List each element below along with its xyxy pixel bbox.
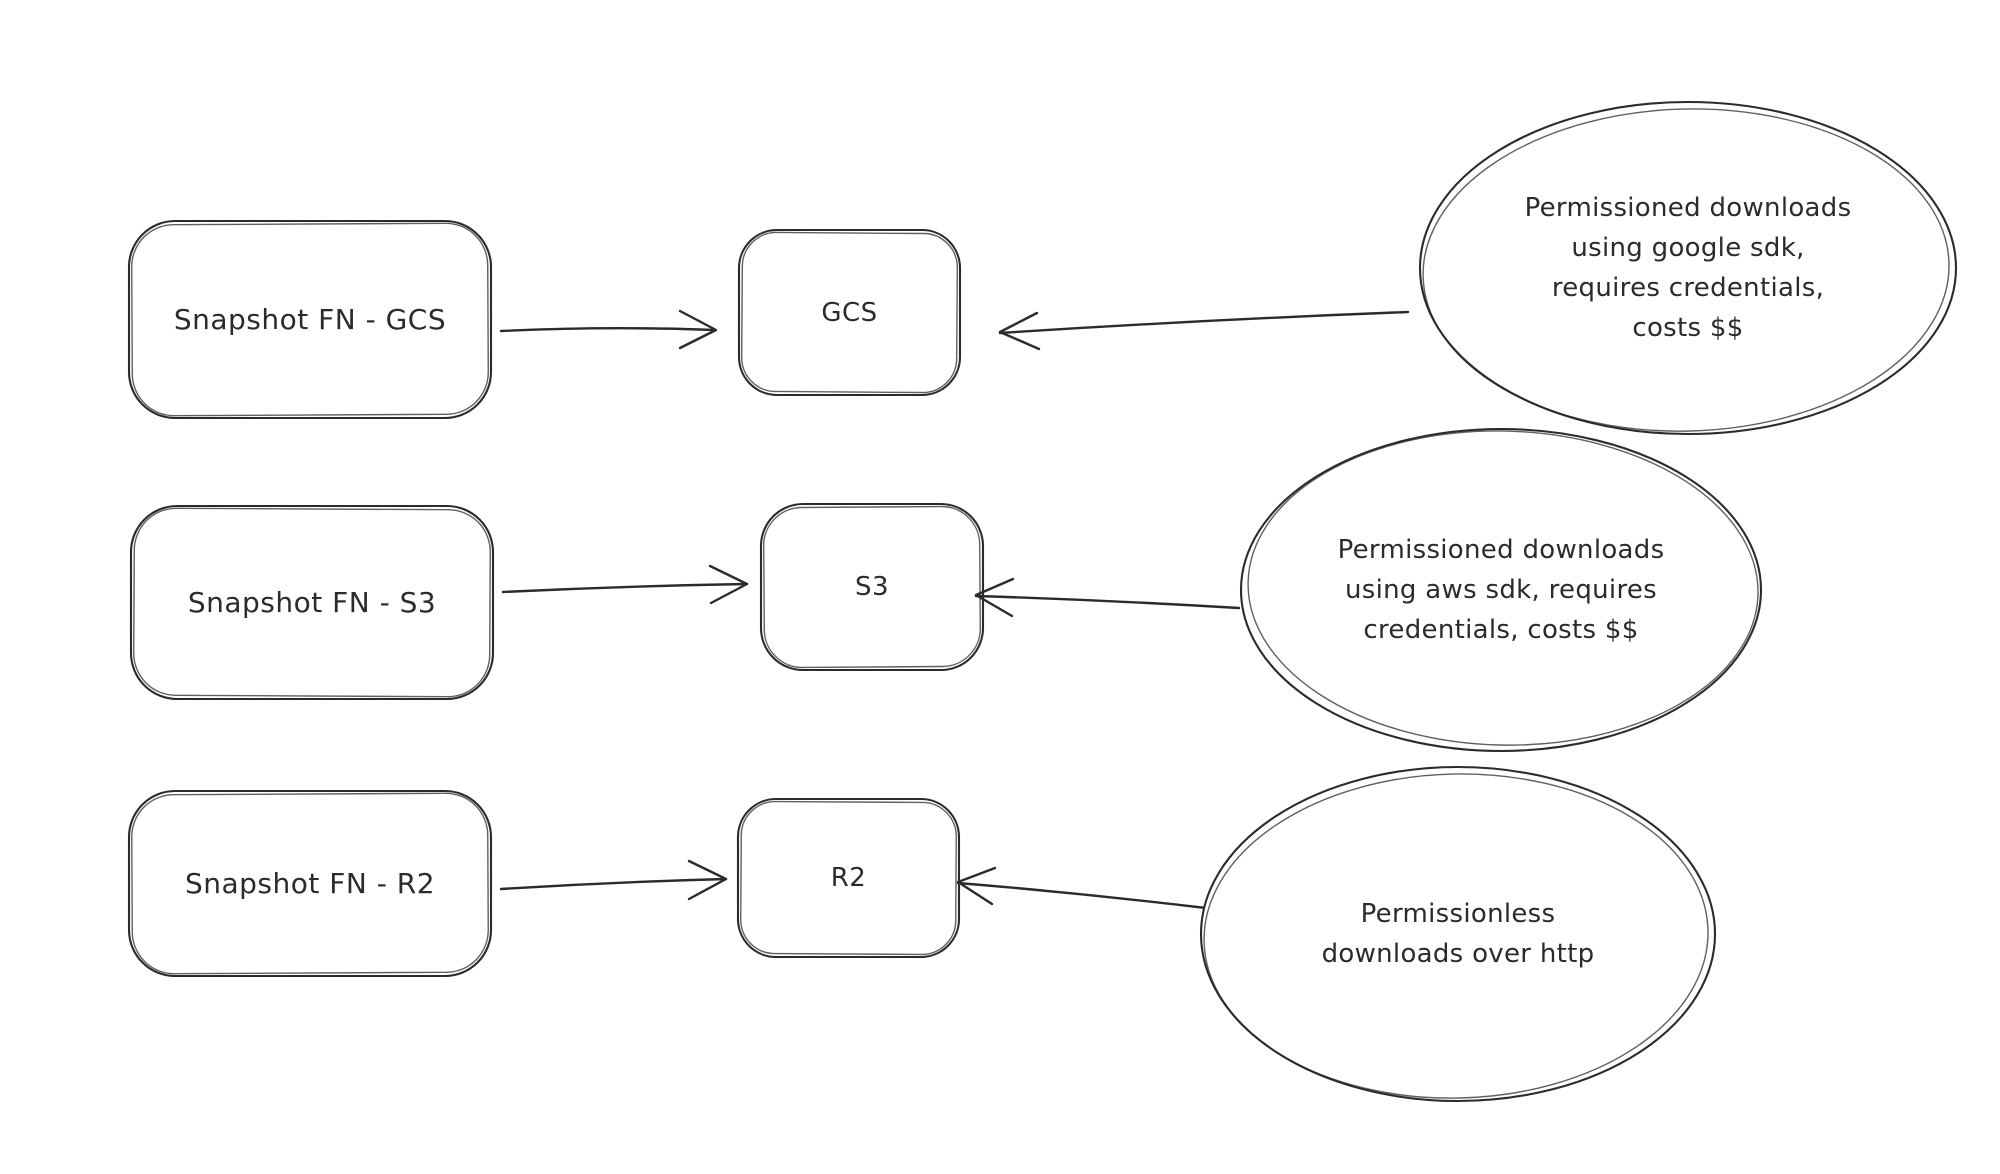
rect-outline-sketch	[763, 505, 981, 669]
arrow-head	[998, 311, 1041, 351]
arrow-head	[687, 859, 728, 901]
rect-outline-sketch	[740, 800, 957, 956]
rect-outline	[129, 504, 495, 701]
ellipse-outline	[1199, 765, 1717, 1103]
ellipse-outline	[1239, 427, 1763, 753]
ellipse-outline	[1418, 100, 1958, 436]
node-r2[interactable]	[736, 797, 961, 959]
arrow-head	[708, 564, 749, 605]
arrow-annotation-to-s3[interactable]	[974, 577, 1241, 618]
node-snapshot-fn-s3[interactable]	[129, 504, 495, 701]
arrow-snapshot-gcs-to-gcs[interactable]	[499, 309, 718, 350]
arrow-annotation-to-r2[interactable]	[956, 866, 1208, 910]
ellipse-outline-sketch	[1247, 430, 1759, 746]
arrow-line	[499, 877, 728, 891]
rect-outline	[736, 797, 961, 959]
annotation-ellipse-s3[interactable]	[1239, 425, 1763, 753]
arrow-head	[974, 577, 1015, 618]
rect-outline	[759, 502, 985, 672]
arrow-snapshot-r2-to-r2[interactable]	[499, 859, 728, 901]
annotation-ellipse-r2[interactable]	[1199, 765, 1717, 1104]
annotation-ellipse-gcs[interactable]	[1418, 100, 1958, 438]
arrow-line	[998, 310, 1410, 335]
ellipse-outline-sketch	[1422, 108, 1950, 432]
arrow-line	[499, 327, 717, 333]
arrow-line	[956, 881, 1208, 910]
arrow-line	[974, 594, 1241, 610]
node-s3[interactable]	[759, 502, 985, 672]
ellipse-outline-sketch	[1203, 773, 1709, 1099]
rect-outline-sketch	[133, 507, 491, 698]
node-snapshot-fn-r2[interactable]	[127, 789, 493, 978]
rect-outline-sketch	[740, 231, 959, 394]
arrow-head	[678, 309, 718, 350]
rect-outline-sketch	[131, 222, 489, 417]
arrow-head	[956, 866, 997, 906]
node-gcs[interactable]	[737, 228, 962, 397]
arrow-annotation-to-gcs[interactable]	[998, 310, 1410, 351]
arrow-snapshot-s3-to-s3[interactable]	[501, 564, 749, 605]
node-snapshot-fn-gcs[interactable]	[127, 219, 493, 420]
rect-outline	[127, 789, 493, 978]
arrow-line	[501, 582, 749, 594]
rect-outline	[127, 219, 493, 420]
rect-outline-sketch	[131, 792, 489, 975]
rect-outline	[737, 228, 962, 397]
